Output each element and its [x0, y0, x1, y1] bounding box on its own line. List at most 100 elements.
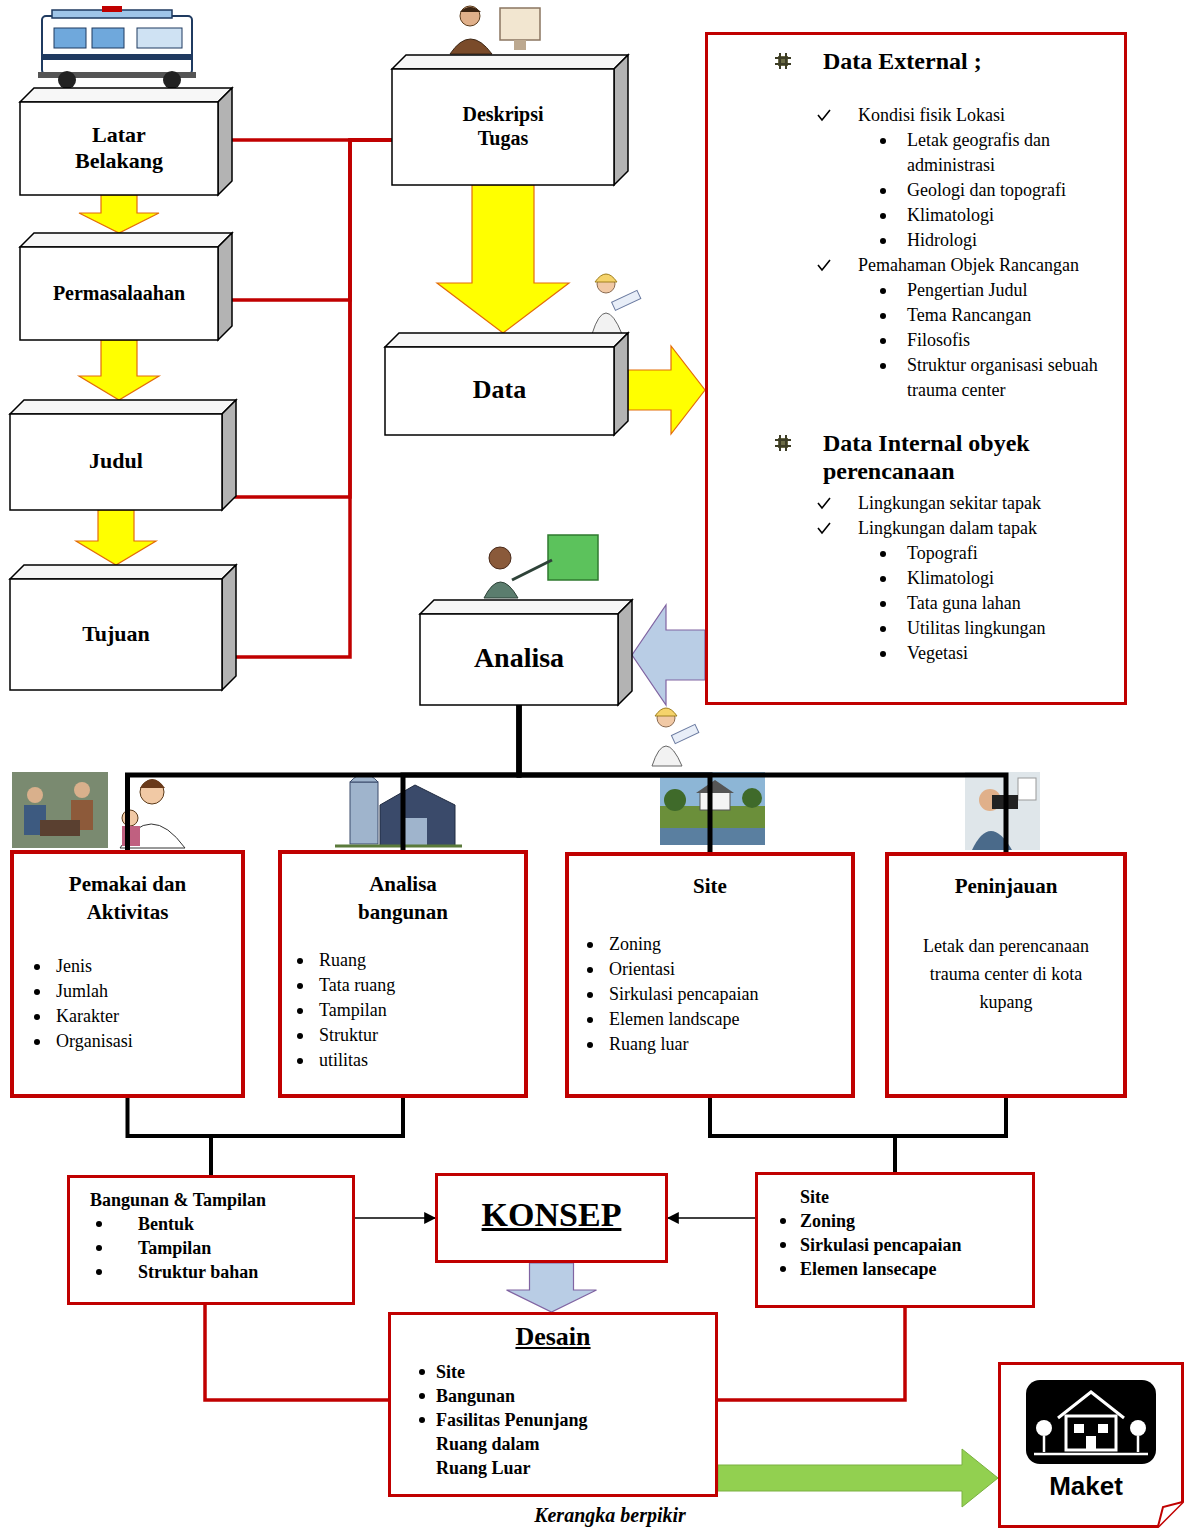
text-row: Ruang Luar — [391, 1456, 715, 1480]
list-item: Struktur — [319, 1023, 524, 1048]
list-item: Bangunan — [436, 1384, 715, 1408]
list-item: Topografi — [907, 541, 1102, 566]
list-item: Kondisi fisik Lokasi — [858, 103, 1108, 128]
connector-line — [205, 1305, 388, 1400]
text-row: Orientasi — [569, 957, 851, 982]
text-row: Topografi — [708, 541, 1124, 566]
house-icon — [1086, 1436, 1096, 1450]
list-item: Pengertian Judul — [907, 278, 1102, 303]
text-row: utilitas — [282, 1048, 524, 1073]
list-item: Jumlah — [56, 979, 241, 1004]
text-row: Pemakai dan Aktivitas — [14, 870, 241, 928]
text-row: Data Internal obyek perencanaan — [708, 429, 1124, 485]
engineer-icon — [655, 708, 677, 716]
list-item: Elemen landscape — [609, 1007, 851, 1032]
caption-holder: Kerangka berpikir — [0, 1503, 1190, 1527]
bullet-dot — [96, 1245, 102, 1251]
box-heading: Site — [693, 872, 727, 900]
text-row: Organisasi — [14, 1029, 241, 1054]
bullet-dot — [880, 651, 886, 657]
bullet-dot — [780, 1242, 786, 1248]
section-symbol — [775, 435, 791, 451]
text-row: Tujuan — [82, 621, 150, 649]
presenter-icon — [484, 582, 518, 598]
bullet-dot — [297, 1033, 303, 1039]
branch-line — [403, 705, 519, 850]
bullet-dot — [34, 1014, 40, 1020]
text-row: Pemahaman Objek Rancangan — [708, 253, 1124, 278]
step-label: Deskripsi Tugas — [438, 102, 568, 150]
list-item: Struktur bahan — [138, 1260, 352, 1284]
text-row: Site — [758, 1185, 1032, 1209]
check-mark — [816, 258, 832, 272]
box-front — [420, 614, 618, 705]
text-row: Struktur bahan — [70, 1260, 352, 1284]
step-label: Analisa — [474, 641, 564, 675]
bullet-dot — [96, 1221, 102, 1227]
check-mark — [818, 260, 830, 270]
analysis-box: Analisa — [420, 600, 632, 705]
box-front — [385, 347, 614, 435]
check-mark — [818, 523, 830, 533]
house-icon — [1074, 1424, 1084, 1433]
box-face: Permasalaahan — [20, 247, 218, 340]
engineer-icon — [671, 724, 698, 743]
text-row: Tata guna lahan — [708, 591, 1124, 616]
bullet-dot — [880, 238, 886, 244]
list-item: Bentuk — [138, 1212, 352, 1236]
text-row: KONSEP — [482, 1195, 622, 1241]
text-row: Bangunan & Tampilan — [70, 1188, 352, 1212]
text-row: Struktur organisasi sebuah trauma center — [708, 353, 1124, 403]
step-box: Permasalaahan — [20, 233, 232, 340]
bullet-dot — [297, 958, 303, 964]
step-box: Tujuan — [10, 565, 236, 690]
bullet-dot — [34, 1039, 40, 1045]
list-item: Struktur organisasi sebuah trauma center — [907, 353, 1102, 403]
box-front — [20, 247, 218, 340]
check-mark — [816, 108, 832, 122]
label-holder: Maket — [998, 1470, 1174, 1506]
bullet-dot — [880, 138, 886, 144]
presenter-icon — [512, 560, 552, 580]
branch-line — [519, 705, 1006, 852]
block-arrow — [79, 195, 159, 233]
analysis-card: PeninjauanLetak dan perencanaan trauma c… — [885, 852, 1127, 1098]
text-row: Tampilan — [282, 998, 524, 1023]
box-side — [222, 400, 236, 510]
text-row: Utilitas lingkungan — [708, 616, 1124, 641]
model-box: Maket — [998, 1362, 1184, 1528]
list-item: Sirkulasi pencapaian — [800, 1233, 1032, 1257]
worker-icon — [460, 6, 480, 26]
bullet-dot — [34, 964, 40, 970]
text-row: Data External ; — [708, 47, 1124, 75]
box-face: Tujuan — [10, 579, 222, 690]
engineer-icon — [595, 274, 617, 282]
barn-icon — [335, 774, 462, 846]
bullet-dot — [419, 1393, 425, 1399]
list-item: Site — [436, 1360, 715, 1384]
text-row: Permasalaahan — [53, 281, 185, 307]
bullet-dot — [297, 1058, 303, 1064]
check-mark — [818, 498, 830, 508]
step-label: Judul — [89, 448, 143, 474]
bullet-dot — [780, 1266, 786, 1272]
text-row: Jumlah — [14, 979, 241, 1004]
list-item: Tema Rancangan — [907, 303, 1102, 328]
barn-icon — [350, 782, 378, 844]
doctor-photo — [965, 772, 1040, 850]
list-item: Klimatologi — [907, 566, 1102, 591]
text-row: Jenis — [14, 954, 241, 979]
text-row: Kondisi fisik Lokasi — [708, 103, 1124, 128]
block-arrow — [628, 346, 705, 434]
box-heading: Analisa bangunan — [333, 870, 473, 926]
box-front — [20, 102, 218, 195]
list-item: Fasilitas Penunjang — [436, 1408, 715, 1432]
ambulance-icon — [92, 28, 124, 48]
list-item: Tata guna lahan — [907, 591, 1102, 616]
text-row: Site — [569, 872, 851, 902]
text-row: Maket — [998, 1470, 1174, 1506]
text-row: Peninjauan — [889, 872, 1123, 902]
analysis-card: Analisa bangunanRuangTata ruangTampilanS… — [278, 850, 528, 1098]
page-fold — [1158, 1502, 1183, 1527]
